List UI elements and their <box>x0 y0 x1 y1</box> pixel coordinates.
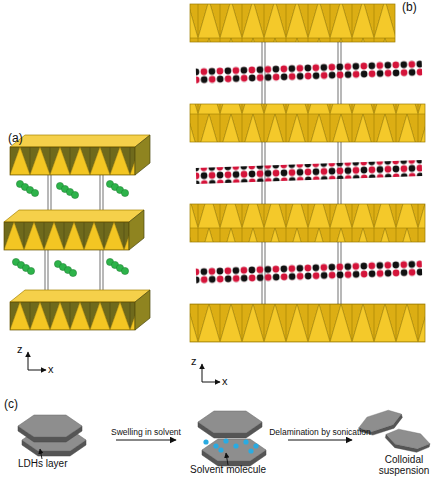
stage-group: Colloidal suspension <box>352 405 436 477</box>
panel-label: (c) <box>4 397 18 411</box>
layers-b <box>190 4 425 342</box>
axes-b <box>202 364 220 382</box>
arrow-label: Swelling in solvent <box>111 427 181 437</box>
octahedral-layer <box>190 304 425 342</box>
axis-label: z <box>191 355 197 367</box>
octahedral-layer <box>10 135 150 175</box>
axis-arrow <box>202 382 220 383</box>
stage-label: Colloidal suspension <box>374 454 434 476</box>
solvent-dot <box>253 443 258 448</box>
bond-lines <box>48 175 103 210</box>
octahedral-layer <box>190 104 425 142</box>
anion-chain <box>56 182 78 198</box>
solvent-dot <box>248 448 253 453</box>
solvent-dot <box>223 438 228 443</box>
bond-lines <box>45 250 103 290</box>
anion-chain <box>16 180 38 196</box>
panel-label: (b) <box>402 0 417 14</box>
arrow-label: Delamination by sonication <box>269 427 371 437</box>
solvent-dot <box>218 447 223 452</box>
axis-arrow <box>28 352 29 370</box>
ldh-plate <box>18 415 82 442</box>
leader-arrow <box>226 453 228 465</box>
anion-bands-b <box>196 60 422 284</box>
octahedral-layer <box>10 290 150 330</box>
stage-label: LDHs layer <box>18 458 67 469</box>
axis-label: x <box>222 375 228 387</box>
octahedral-layer <box>190 204 425 242</box>
anion-chain <box>12 258 34 274</box>
ldh-plate <box>198 411 262 438</box>
ldh-plate <box>384 427 432 455</box>
ldh-plate <box>202 439 266 466</box>
stage-group: LDHs layer <box>4 412 116 476</box>
solvent-dot <box>233 443 238 448</box>
octahedral-layer <box>4 210 144 250</box>
solvent-dot <box>243 439 248 444</box>
anion-chain <box>54 260 76 276</box>
octahedral-layer <box>190 4 395 42</box>
axis-arrow <box>28 370 46 371</box>
anion-chain <box>106 258 128 274</box>
anion-band <box>196 60 422 84</box>
stage-label: Solvent molecule <box>190 464 266 475</box>
axis-arrow <box>202 364 203 382</box>
anion-band <box>196 260 422 284</box>
process-arrow <box>116 440 176 441</box>
solvent-dot <box>203 439 208 444</box>
axis-label: z <box>17 343 23 355</box>
solvent-dot <box>213 443 218 448</box>
panel-label: (a) <box>8 131 23 145</box>
axis-label: x <box>48 363 54 375</box>
anion-chain <box>106 180 128 196</box>
process-arrow <box>288 440 352 441</box>
axes-a <box>28 352 46 370</box>
leader-arrow <box>40 449 42 459</box>
stage-group: Solvent molecule <box>176 412 288 477</box>
layers-a <box>4 135 150 330</box>
anion-band <box>196 160 422 184</box>
